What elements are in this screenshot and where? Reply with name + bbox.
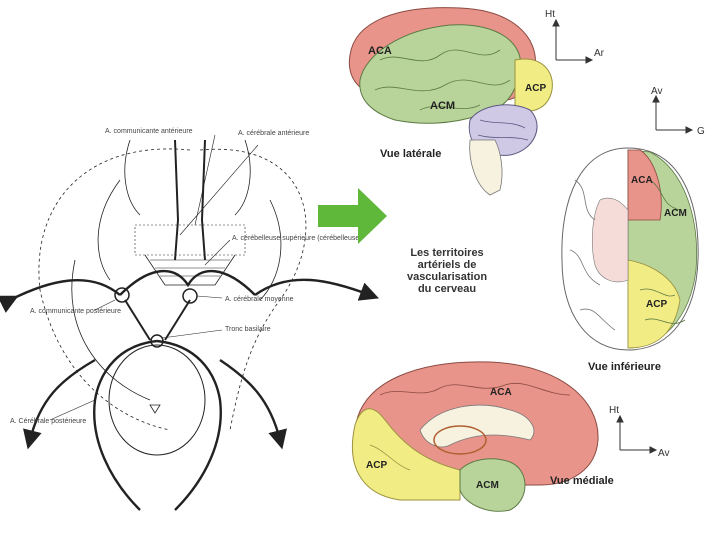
- lateral-view-label: Vue latérale: [380, 148, 441, 160]
- lateral-acm-label: ACM: [430, 100, 455, 112]
- title-line-2: artériels de: [417, 259, 477, 271]
- title-line-4: du cerveau: [417, 283, 477, 295]
- label-sup-cerebellar: A. cérébelleuse supérieure (cérébelleuse…: [232, 235, 362, 242]
- label-ant-communicating: A. communicante antérieure: [105, 128, 193, 135]
- lateral-axis-icon: [552, 18, 594, 64]
- medial-view-brain: [351, 361, 599, 512]
- label-post-cerebral: A. Cérébrale postérieure: [10, 418, 86, 425]
- medial-acm-label: ACM: [476, 480, 499, 491]
- arterial-circle-diagram: [0, 134, 379, 511]
- inferior-view-label: Vue inférieure: [588, 361, 661, 373]
- figure-title: Les territoires artériels de vascularisa…: [392, 247, 502, 295]
- inferior-aca-label: ACA: [631, 175, 653, 186]
- medial-axis-up: Ht: [609, 405, 619, 416]
- title-line-1: Les territoires: [410, 247, 484, 259]
- inferior-axis-up: Av: [651, 86, 663, 97]
- medial-axis-right: Av: [658, 448, 670, 459]
- medial-axis-icon: [616, 414, 658, 454]
- inferior-acm-label: ACM: [664, 208, 687, 219]
- label-ant-cerebral: A. cérébrale antérieure: [238, 130, 309, 137]
- lateral-acp-label: ACP: [525, 83, 546, 94]
- lateral-axis-right: Ar: [594, 48, 605, 59]
- inferior-axis-right: G: [697, 126, 705, 137]
- label-sup-cerebellar-line: A. cérébelleuse supérieure (cérébelleuse…: [232, 235, 362, 242]
- lateral-view-brain: [348, 7, 553, 196]
- medial-aca-label: ACA: [490, 387, 512, 398]
- inferior-view-brain: [561, 147, 699, 351]
- lateral-axis-up: Ht: [545, 9, 555, 20]
- label-post-communicating: A. communicante postérieure: [30, 308, 121, 315]
- transition-arrow: [318, 188, 387, 244]
- inferior-acp-label: ACP: [646, 299, 667, 310]
- medial-acp-label: ACP: [366, 460, 387, 471]
- label-middle-cerebral: A. cérébrale moyenne: [225, 296, 294, 303]
- lateral-aca-label: ACA: [368, 45, 392, 57]
- inferior-axis-icon: [652, 94, 694, 134]
- medial-view-label: Vue médiale: [550, 475, 614, 487]
- title-line-3: vascularisation: [406, 271, 488, 283]
- label-basilar-trunk: Tronc basilaire: [225, 326, 271, 333]
